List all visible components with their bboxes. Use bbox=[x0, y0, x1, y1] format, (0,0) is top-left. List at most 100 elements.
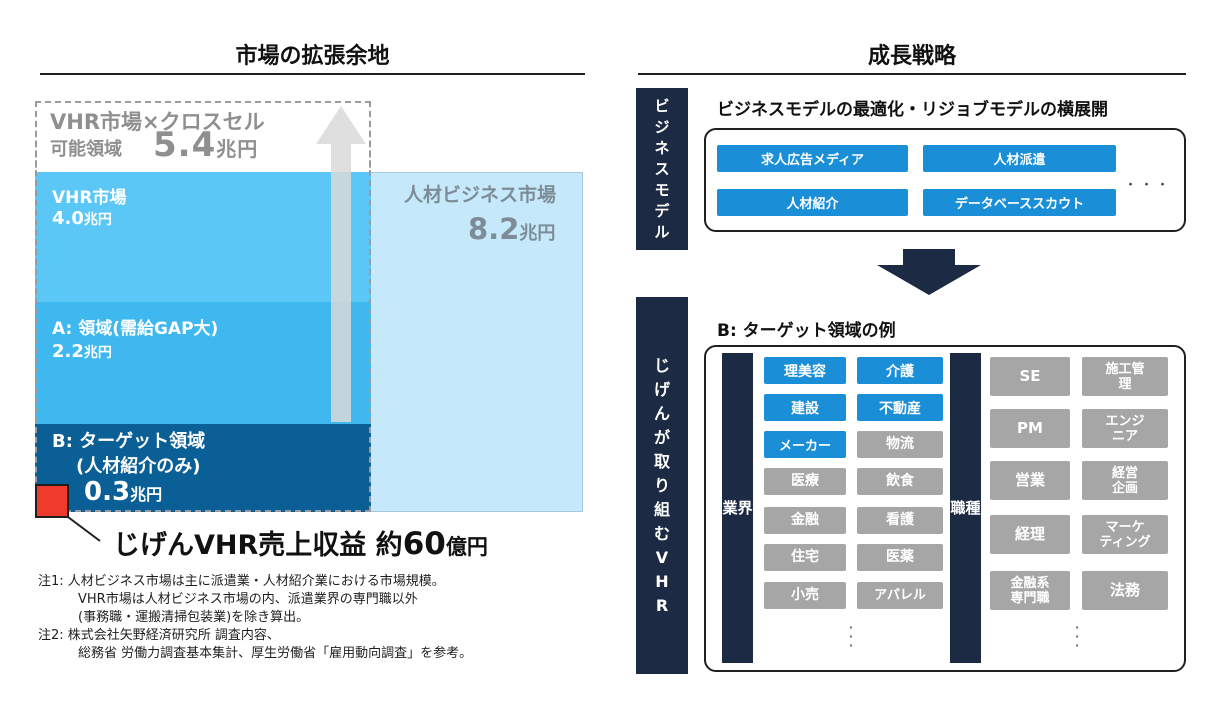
crosssell-dashed-frame bbox=[35, 101, 371, 512]
job-label-line: SE bbox=[1019, 367, 1041, 385]
revenue-leader-line bbox=[67, 516, 101, 542]
job-marketing: マーケティング bbox=[1082, 515, 1168, 554]
job-label-char: 種 bbox=[965, 499, 981, 517]
revenue-marker bbox=[35, 484, 69, 518]
job-label-line: マーケ bbox=[1105, 519, 1145, 535]
target-tab-char: V bbox=[655, 547, 669, 567]
right-section-title: 成長戦略 bbox=[867, 44, 956, 69]
job-label-line: PM bbox=[1017, 419, 1043, 437]
job-se: SE bbox=[990, 357, 1070, 396]
crosssell-top-fill bbox=[37, 103, 369, 171]
industry-manufacturer: メーカー bbox=[764, 431, 846, 458]
area-a-label: A: 領域(需給GAP大) bbox=[52, 319, 219, 339]
right-section-rule bbox=[638, 73, 1186, 75]
job-label-line: ティング bbox=[1099, 534, 1151, 550]
job-legal: 法務 bbox=[1082, 571, 1168, 610]
target-tab-char: H bbox=[655, 571, 669, 591]
job-label-line: 経営 bbox=[1111, 465, 1138, 481]
area-a-block bbox=[35, 302, 371, 424]
job-label-line: 営業 bbox=[1014, 471, 1045, 489]
job-label-line: ニア bbox=[1111, 428, 1138, 444]
industry-label-char: 業 bbox=[722, 499, 738, 517]
industry-label-char: 界 bbox=[737, 499, 753, 517]
job-business-planning: 経営企画 bbox=[1082, 461, 1168, 500]
pill-database-scout: データベーススカウト bbox=[923, 189, 1116, 216]
area-a-value: 2.2兆円 bbox=[52, 341, 112, 362]
crosssell-title: VHR市場×クロスセル bbox=[50, 110, 265, 134]
job-pm: PM bbox=[990, 409, 1070, 448]
target-tab-char: げ bbox=[653, 379, 670, 399]
business-model-tab-char: ル bbox=[654, 222, 670, 241]
target-tab-char: り bbox=[653, 475, 670, 495]
vhr-market-label: VHR市場 bbox=[52, 188, 127, 208]
job-label-char: 職 bbox=[950, 499, 966, 517]
business-model-tab-char: ス bbox=[654, 159, 670, 178]
vhr-market-value: 4.0兆円 bbox=[52, 208, 112, 229]
industry-housing: 住宅 bbox=[764, 544, 846, 571]
industry-care: 介護 bbox=[857, 357, 943, 384]
business-model-tab-char: ジ bbox=[654, 117, 670, 136]
business-model-tab-char: ビ bbox=[654, 96, 670, 115]
business-model-heading: ビジネスモデルの最適化・リジョブモデルの横展開 bbox=[717, 100, 1108, 120]
area-b-value: 0.3兆円 bbox=[84, 477, 163, 507]
job-sales: 営業 bbox=[990, 461, 1070, 500]
target-tab-char: 取 bbox=[653, 451, 670, 471]
job-engineer: エンジニア bbox=[1082, 409, 1168, 448]
target-tab-char: 組 bbox=[653, 499, 670, 519]
pill-staffing: 人材派遣 bbox=[923, 145, 1116, 172]
hr-market-value: 8.2兆円 bbox=[468, 212, 556, 246]
note-1-line-3: (事務職・運搬清掃包装業)を除き算出。 bbox=[78, 610, 310, 625]
industry-logistics: 物流 bbox=[857, 431, 943, 458]
note-2-line-1: 注2: 株式会社矢野経済研究所 調査内容、 bbox=[38, 628, 280, 643]
industry-pharma: 医薬 bbox=[857, 544, 943, 571]
job-label-line: 施工管 bbox=[1105, 361, 1145, 377]
pill-placement: 人材紹介 bbox=[717, 189, 908, 216]
target-tab-char: R bbox=[655, 595, 669, 615]
crosssell-value: 5.4兆円 bbox=[153, 125, 259, 165]
business-model-tab-char: デ bbox=[654, 201, 670, 220]
job-construction-mgmt: 施工管理 bbox=[1082, 357, 1168, 396]
job-label-line: エンジ bbox=[1105, 413, 1145, 429]
hr-market-label: 人材ビジネス市場 bbox=[404, 184, 557, 206]
industry-finance: 金融 bbox=[764, 507, 846, 534]
job-more-dots: ··· bbox=[1074, 618, 1080, 655]
area-b-sublabel: (人材紹介のみ) bbox=[76, 456, 201, 477]
area-b-block bbox=[35, 424, 371, 512]
industry-more-dots: ··· bbox=[848, 618, 854, 655]
left-section-rule bbox=[40, 73, 585, 75]
pill-job-ad-media: 求人広告メディア bbox=[717, 145, 908, 172]
left-section-title: 市場の拡張余地 bbox=[235, 44, 390, 69]
job-label-line: 専門職 bbox=[1010, 590, 1050, 606]
note-1-line-1: 注1: 人材ビジネス市場は主に派遣業・人材紹介業における市場規模。 bbox=[38, 574, 445, 589]
industry-retail: 小売 bbox=[764, 582, 846, 609]
vhr-market-area bbox=[35, 172, 371, 302]
industry-construction: 建設 bbox=[764, 394, 846, 421]
revenue-text: じげんVHR売上収益 約60億円 bbox=[113, 526, 488, 562]
target-tab-char: が bbox=[653, 427, 670, 447]
crosssell-subtitle: 可能領域 bbox=[50, 139, 122, 160]
industry-category-bar: 業界 bbox=[722, 353, 753, 663]
job-label-line: 理 bbox=[1118, 376, 1132, 392]
job-label-line: 経理 bbox=[1014, 525, 1045, 543]
job-finance-specialist: 金融系専門職 bbox=[990, 571, 1070, 610]
expansion-up-arrow-icon bbox=[316, 106, 366, 422]
industry-nursing: 看護 bbox=[857, 507, 943, 534]
business-model-tab: ビジネスモデル bbox=[636, 88, 688, 250]
job-category-bar: 職種 bbox=[950, 353, 981, 663]
business-model-box bbox=[704, 128, 1186, 232]
note-1-line-2: VHR市場は人材ビジネス市場の内、派遣業界の専門職以外 bbox=[78, 592, 418, 607]
job-label-line: 企画 bbox=[1111, 480, 1138, 496]
target-tab-char: ん bbox=[653, 403, 670, 423]
industry-apparel: アパレル bbox=[857, 582, 943, 609]
industry-real-estate: 不動産 bbox=[857, 394, 943, 421]
note-2-line-2: 総務省 労働力調査基本集計、厚生労働省「雇用動向調査」を参考。 bbox=[78, 646, 473, 661]
job-label-line: 法務 bbox=[1109, 581, 1140, 599]
business-model-ellipsis: ・・・ bbox=[1124, 178, 1173, 193]
target-tab-char: む bbox=[653, 523, 670, 543]
industry-food-service: 飲食 bbox=[857, 468, 943, 495]
down-arrow-icon bbox=[877, 249, 981, 295]
business-model-tab-char: ネ bbox=[654, 138, 670, 157]
target-heading: B: ターゲット領域の例 bbox=[717, 321, 896, 341]
area-b-label: B: ターゲット領域 bbox=[52, 431, 206, 452]
